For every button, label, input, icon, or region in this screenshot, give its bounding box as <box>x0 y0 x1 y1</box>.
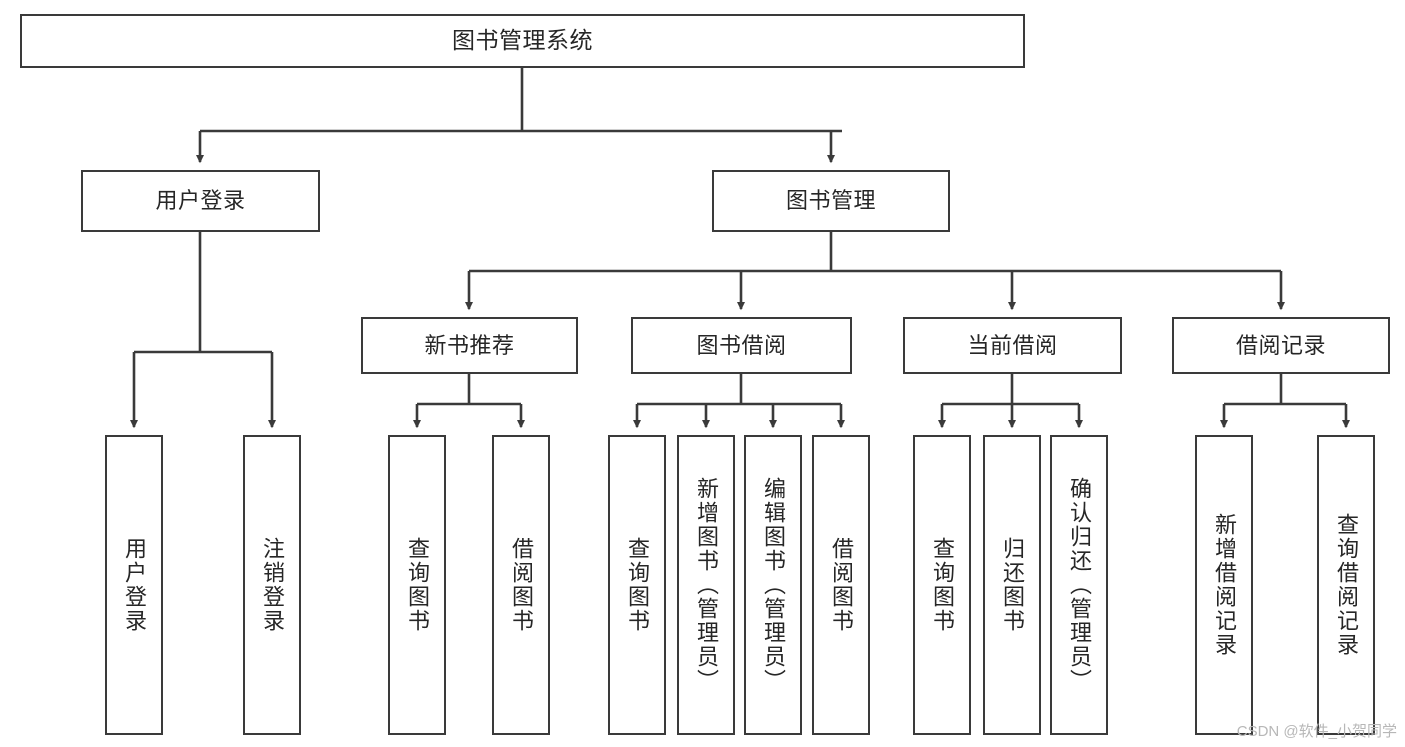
csdn-watermark: CSDN @软件_小贺同学 <box>1236 723 1397 740</box>
node-label: 图书管理 <box>785 188 876 214</box>
node-label: 借阅图书 <box>829 537 854 633</box>
node-leaf-add-borrow-record[interactable]: 新增借阅记录 <box>1195 435 1253 735</box>
node-label: 用户登录 <box>122 537 147 633</box>
node-label: 确认归还（管理员） <box>1067 477 1092 693</box>
node-new-book-recommend[interactable]: 新书推荐 <box>361 317 578 374</box>
node-user-login[interactable]: 用户登录 <box>81 170 320 232</box>
node-label: 新书推荐 <box>424 332 515 358</box>
node-label: 当前借阅 <box>967 332 1058 358</box>
node-current-borrow[interactable]: 当前借阅 <box>903 317 1122 374</box>
node-leaf-query-book-borrow[interactable]: 查询图书 <box>608 435 666 735</box>
node-book-management[interactable]: 图书管理 <box>712 170 950 232</box>
node-label: 查询图书 <box>930 537 955 633</box>
node-leaf-edit-book-admin[interactable]: 编辑图书（管理员） <box>744 435 802 735</box>
node-root-book-management-system[interactable]: 图书管理系统 <box>20 14 1025 68</box>
node-label: 新增图书（管理员） <box>694 477 719 693</box>
node-leaf-query-borrow-record[interactable]: 查询借阅记录 <box>1317 435 1375 735</box>
node-leaf-borrow-book-borrow[interactable]: 借阅图书 <box>812 435 870 735</box>
node-borrow-record[interactable]: 借阅记录 <box>1172 317 1390 374</box>
node-label: 图书管理系统 <box>452 27 593 54</box>
node-leaf-borrow-book-recommend[interactable]: 借阅图书 <box>492 435 550 735</box>
node-label: 借阅记录 <box>1235 332 1326 358</box>
node-label: 注销登录 <box>260 537 285 633</box>
node-leaf-user-login[interactable]: 用户登录 <box>105 435 163 735</box>
node-leaf-confirm-return-admin[interactable]: 确认归还（管理员） <box>1050 435 1108 735</box>
node-label: 归还图书 <box>1000 537 1025 633</box>
node-label: 新增借阅记录 <box>1212 513 1237 657</box>
node-label: 编辑图书（管理员） <box>761 477 786 693</box>
node-leaf-return-book[interactable]: 归还图书 <box>983 435 1041 735</box>
node-label: 借阅图书 <box>509 537 534 633</box>
node-leaf-logout-login[interactable]: 注销登录 <box>243 435 301 735</box>
node-book-borrow[interactable]: 图书借阅 <box>631 317 852 374</box>
node-label: 图书借阅 <box>696 332 787 358</box>
node-leaf-query-book-current[interactable]: 查询图书 <box>913 435 971 735</box>
node-label: 查询借阅记录 <box>1334 513 1359 657</box>
node-label: 查询图书 <box>405 537 430 633</box>
node-leaf-add-book-admin[interactable]: 新增图书（管理员） <box>677 435 735 735</box>
node-label: 用户登录 <box>155 188 246 214</box>
node-leaf-query-book-recommend[interactable]: 查询图书 <box>388 435 446 735</box>
node-label: 查询图书 <box>625 537 650 633</box>
